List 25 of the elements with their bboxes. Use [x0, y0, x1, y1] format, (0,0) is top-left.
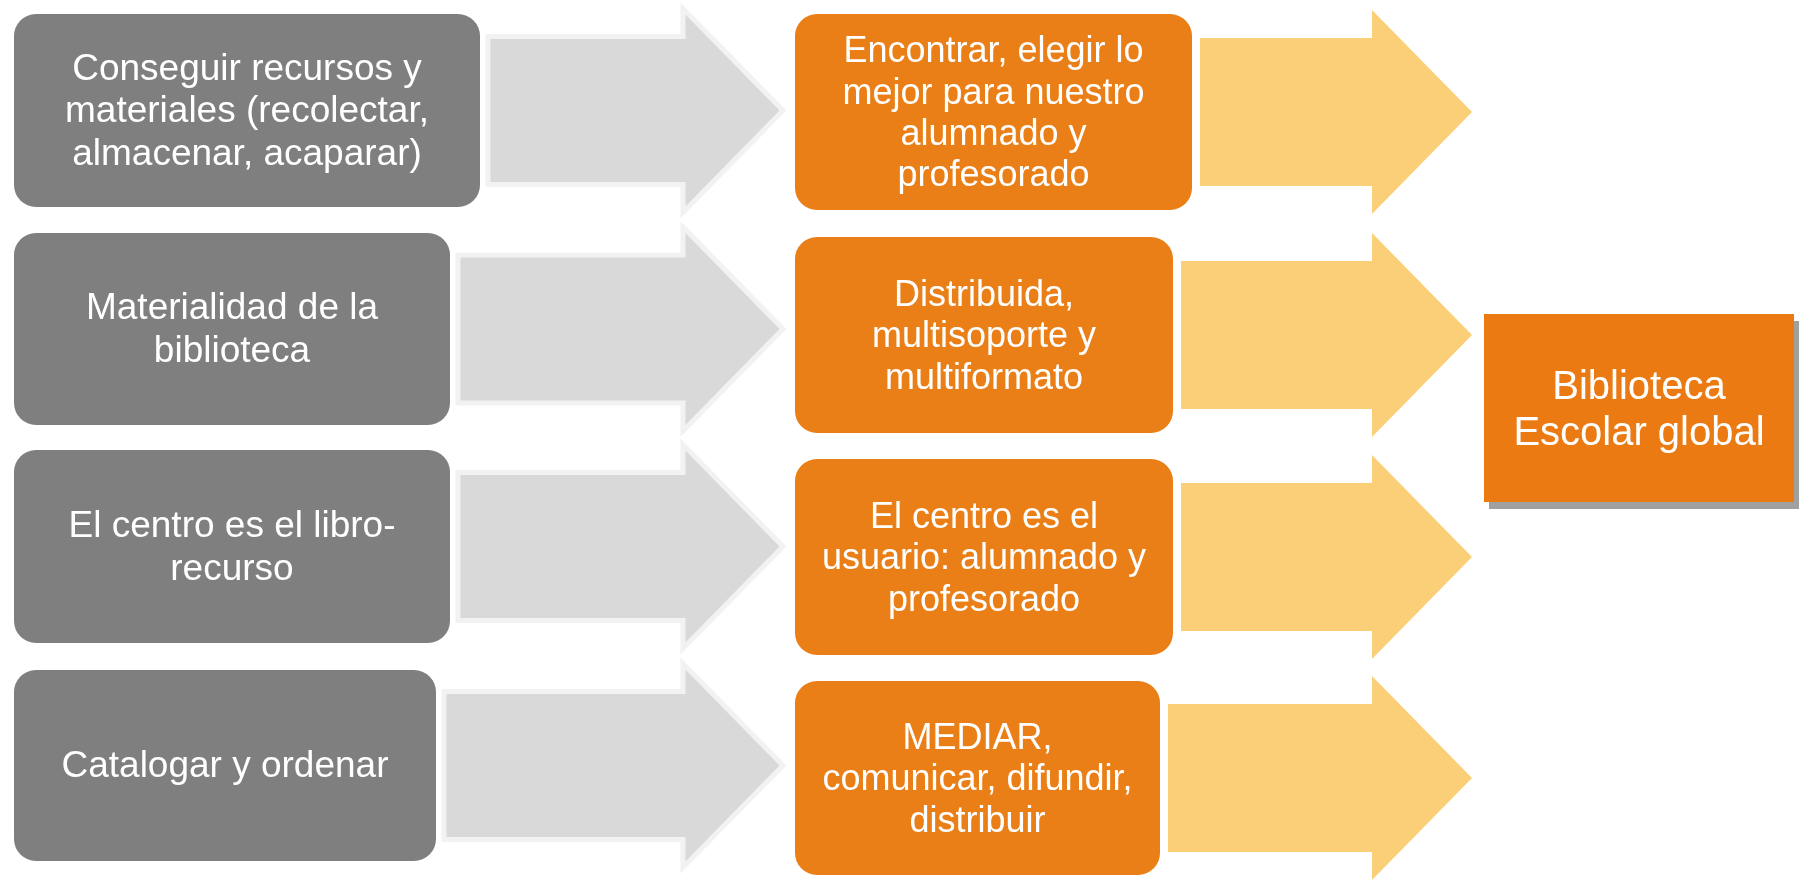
process-box [14, 450, 450, 643]
block-arrow [455, 220, 787, 438]
process-box [14, 670, 436, 861]
block-arrow [455, 438, 787, 655]
process-box [795, 237, 1173, 433]
process-box [14, 14, 480, 207]
box-text: Biblioteca Escolar global [1512, 362, 1766, 454]
block-arrow [1168, 676, 1472, 880]
box-text: Encontrar, elegir lo mejor para nuestro alumnado y profesorado [841, 29, 1146, 195]
box-text: Catalogar y ordenar [61, 744, 389, 787]
process-box [795, 14, 1192, 210]
process-box [14, 233, 450, 425]
box-text: El centro es el usuario: alumnado y profesorado [820, 494, 1148, 620]
box-text: Materialidad de la biblioteca [84, 286, 380, 372]
process-box [795, 459, 1173, 655]
block-arrow [441, 657, 787, 874]
block-arrow [1200, 10, 1472, 214]
block-arrow [1181, 455, 1472, 659]
box-text: Conseguir recursos y materiales (recolectar, almacenar, acaparar) [64, 46, 430, 175]
box-text: El centro es el libro-recurso [67, 503, 397, 590]
block-arrow [485, 2, 787, 219]
box-text: Distribuida, multisoporte y multiformato [870, 272, 1098, 398]
block-arrow [1181, 233, 1472, 437]
box-text: MEDIAR, comunicar, difundir, distribuir [821, 715, 1134, 841]
process-box [795, 681, 1160, 875]
